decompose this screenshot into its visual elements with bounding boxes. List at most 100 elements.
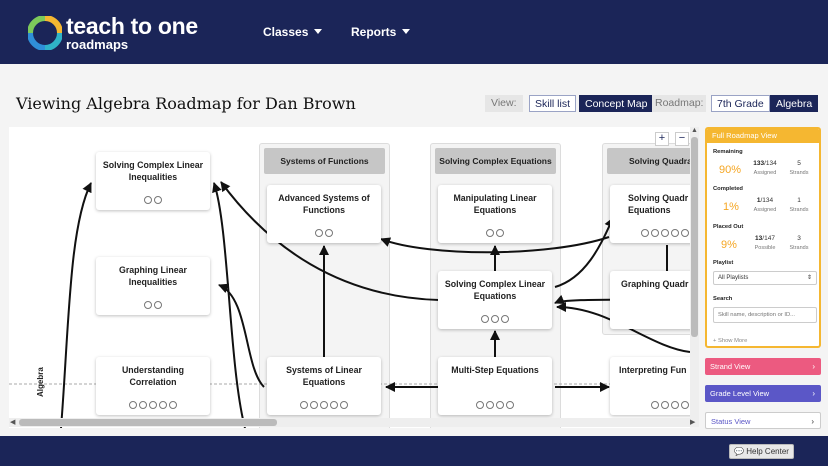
skill-card-title: Solving Complex Linear Inequalities xyxy=(102,160,204,182)
completed-pct: 1% xyxy=(723,201,739,213)
scroll-thumb[interactable] xyxy=(691,137,698,337)
zoom-out-button[interactable]: − xyxy=(675,132,689,146)
chevron-right-icon: › xyxy=(812,362,815,371)
skill-card[interactable]: Interpreting Fun xyxy=(610,357,690,415)
full-roadmap-panel: Full Roadmap View Remaining 90% 133/134 … xyxy=(705,127,821,348)
skill-card[interactable]: Manipulating Linear Equations xyxy=(438,185,552,243)
playlist-value: All Playlists xyxy=(718,275,749,281)
vertical-scrollbar[interactable]: ▲ xyxy=(690,127,699,418)
skill-card-title: Multi-Step Equations xyxy=(451,365,539,375)
column-header: Systems of Functions xyxy=(264,148,385,174)
progress-dots xyxy=(96,196,210,204)
skill-card[interactable]: Advanced Systems of Functions xyxy=(267,185,381,243)
view-skill-list-button[interactable]: Skill list xyxy=(529,95,577,112)
column-header: Solving Complex Equations xyxy=(435,148,556,174)
playlist-select[interactable]: All Playlists ⇕ xyxy=(713,271,817,285)
skill-card[interactable]: Graphing Linear Inequalities xyxy=(96,257,210,315)
caret-down-icon xyxy=(314,29,323,34)
arrow xyxy=(554,217,614,288)
remaining-assigned: 133/134 xyxy=(753,160,777,167)
roadmap-7th-grade-button[interactable]: 7th Grade xyxy=(711,95,770,112)
progress-dots xyxy=(438,229,552,237)
skill-card-title: Solving Quadr Equations xyxy=(628,193,689,215)
progress-dots xyxy=(438,401,552,409)
arrow xyxy=(218,283,265,388)
column-header: Solving Quadra xyxy=(607,148,690,174)
nav-reports-menu[interactable]: Reports xyxy=(351,25,411,39)
scroll-left-icon[interactable]: ◀ xyxy=(10,419,16,426)
top-nav-bar: teach to one roadmaps Classes Reports xyxy=(0,0,828,64)
playlist-label: Playlist xyxy=(713,260,734,266)
arrow xyxy=(60,182,92,428)
skill-card-title: Advanced Systems of Functions xyxy=(278,193,370,215)
arrow xyxy=(220,181,440,301)
skill-card[interactable]: Graphing Quadr xyxy=(610,271,690,329)
remaining-strands: 5 xyxy=(797,160,801,167)
skill-card[interactable]: Solving Complex Linear Inequalities xyxy=(96,152,210,210)
search-label: Search xyxy=(713,296,733,302)
scroll-right-icon[interactable]: ▶ xyxy=(690,419,696,426)
horizontal-scrollbar[interactable]: ◀ ▶ xyxy=(9,418,699,427)
chevron-updown-icon: ⇕ xyxy=(806,275,812,281)
skill-card[interactable]: Solving Quadr Equations xyxy=(610,185,690,243)
completed-strands: 1 xyxy=(797,197,801,204)
progress-dots xyxy=(438,315,552,323)
help-center-button[interactable]: 💬 Help Center xyxy=(729,444,794,459)
skill-card[interactable]: Understanding Correlation xyxy=(96,357,210,415)
caret-down-icon xyxy=(402,29,411,34)
assigned-label: Assigned xyxy=(753,207,777,213)
chat-bubble-icon: 💬 xyxy=(734,447,745,456)
placed-out-label: Placed Out xyxy=(713,224,744,230)
footer-bar xyxy=(0,436,828,466)
skill-card[interactable]: Multi-Step Equations xyxy=(438,357,552,415)
nav-classes-label: Classes xyxy=(263,25,309,39)
brand-name: teach to one xyxy=(66,13,198,39)
status-view-label: Status View xyxy=(711,417,751,426)
skill-card[interactable]: Solving Complex Linear Equations xyxy=(438,271,552,329)
view-concept-map-button[interactable]: Concept Map xyxy=(579,95,654,112)
roadmap-algebra-button[interactable]: Algebra xyxy=(770,95,819,112)
concept-map[interactable]: Systems of Functions Solving Complex Equ… xyxy=(9,127,690,428)
zoom-in-button[interactable]: + xyxy=(655,132,669,146)
chevron-right-icon: › xyxy=(812,389,815,398)
skill-card-title: Graphing Quadr xyxy=(621,279,689,289)
page-title: Viewing Algebra Roadmap for Dan Brown xyxy=(16,94,356,113)
skill-card-title: Graphing Linear Inequalities xyxy=(119,265,187,287)
scroll-up-icon[interactable]: ▲ xyxy=(691,127,698,134)
assigned-label: Assigned xyxy=(753,170,777,176)
skill-card-title: Interpreting Fun xyxy=(619,365,687,375)
grade-level-view-label: Grade Level View xyxy=(710,389,770,398)
strand-view-label: Strand View xyxy=(710,362,751,371)
skill-card-title: Understanding Correlation xyxy=(121,365,185,387)
brand-subtitle: roadmaps xyxy=(66,37,129,52)
status-view-button[interactable]: Status View › xyxy=(705,412,821,429)
roadmap-label: Roadmap: xyxy=(652,95,707,112)
skill-card-title: Solving Complex Linear Equations xyxy=(444,279,546,301)
skill-search-input[interactable] xyxy=(713,307,817,323)
arrow xyxy=(212,182,246,428)
chevron-right-icon: › xyxy=(811,417,814,426)
skill-card[interactable]: Systems of Linear Equations xyxy=(267,357,381,415)
remaining-label: Remaining xyxy=(713,149,743,155)
strands-label: Strands xyxy=(789,207,809,213)
progress-dots xyxy=(610,229,690,237)
completed-label: Completed xyxy=(713,186,743,192)
progress-dots xyxy=(610,401,690,409)
nav-classes-menu[interactable]: Classes xyxy=(263,25,323,39)
nav-reports-label: Reports xyxy=(351,25,397,39)
scroll-thumb[interactable] xyxy=(19,419,277,426)
remaining-pct: 90% xyxy=(719,164,742,176)
progress-dots xyxy=(267,401,381,409)
strands-label: Strands xyxy=(789,245,809,251)
view-label: View: xyxy=(485,95,523,112)
skill-card-title: Systems of Linear Equations xyxy=(286,365,362,387)
grade-level-view-button[interactable]: Grade Level View › xyxy=(705,385,821,402)
progress-dots xyxy=(96,401,210,409)
strand-view-button[interactable]: Strand View › xyxy=(705,358,821,375)
placed-out-pct: 9% xyxy=(721,239,737,251)
skill-card-title: Manipulating Linear Equations xyxy=(453,193,537,215)
show-more-link[interactable]: + Show More xyxy=(713,338,748,344)
panel-header: Full Roadmap View xyxy=(707,129,819,143)
placed-out-strands: 3 xyxy=(797,235,801,242)
completed-assigned: 1/134 xyxy=(756,197,774,204)
